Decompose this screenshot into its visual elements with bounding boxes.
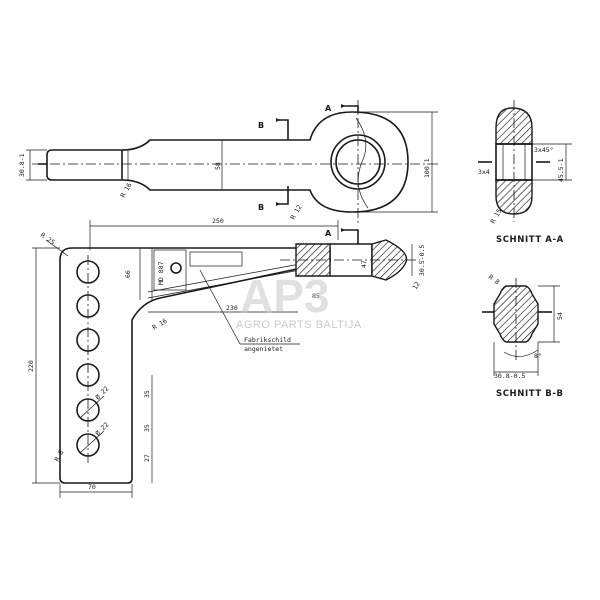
watermark-tagline: AGRO PARTS BALTIJA: [236, 319, 362, 331]
dim-85: 85: [312, 292, 320, 300]
dim-bb-r: R 8: [487, 273, 501, 286]
dim-center-small: 47: [360, 260, 368, 268]
dim-bb-angle: 8°: [534, 352, 542, 360]
dim-side-height: 30.8-1: [18, 153, 26, 177]
dim-nose: 30.5-0.5: [418, 245, 426, 276]
dim-aa-small: 3x4: [478, 168, 490, 176]
section-a-bottom: A: [325, 229, 332, 238]
dim-aa-chamfer: 3x45°: [534, 146, 554, 154]
dim-bb-w: 30.8-0.5: [494, 372, 525, 380]
watermark: AP3 AGRO PARTS BALTIJA: [236, 270, 362, 331]
dim-r16-side: R 16: [151, 317, 169, 332]
dim-r8: R 8: [53, 449, 66, 463]
plate-label-line2: angenietet: [244, 345, 283, 353]
dim-height-total: 220: [27, 360, 35, 372]
top-view: 30.8-1 58 R 16 R 12 100-1 B B A: [18, 100, 440, 226]
part-number: MD 887: [157, 261, 165, 285]
dim-d22-b: Ø 22: [94, 421, 111, 438]
schnitt-bb-title: SCHNITT B-B: [496, 389, 564, 399]
dim-length-top: 250: [212, 217, 224, 225]
section-a-top: A: [325, 104, 332, 113]
section-bb: 54 R 8 30.8-0.5 8° SCHNITT B-B: [482, 273, 564, 399]
dim-230: 230: [226, 304, 238, 312]
dim-aa-inner: 45.5-1: [557, 158, 565, 182]
dim-d22-a: Ø 22: [94, 385, 111, 402]
dim-bb-h: 54: [556, 312, 564, 320]
side-view: 250 A 30.5-0.5 12 47 MD 887: [27, 217, 426, 498]
schnitt-aa-title: SCHNITT A-A: [496, 235, 564, 245]
dim-center: 58: [214, 162, 222, 170]
dim-35-a: 35: [143, 390, 151, 398]
dim-27: 27: [143, 454, 151, 462]
plate-label-line1: Fabrikschild: [244, 336, 291, 344]
watermark-logo: AP3: [240, 270, 329, 322]
section-b-top: B: [258, 121, 264, 130]
dim-r12: R 12: [289, 203, 304, 221]
section-b-bottom: B: [258, 203, 264, 212]
dim-35-b: 35: [143, 424, 151, 432]
dim-eye-height: 100-1: [423, 158, 431, 178]
section-aa: 3x45° 45.5-1 3x4 R 15 SCHNITT A-A: [478, 100, 572, 245]
dim-width-bottom: 70: [88, 483, 96, 491]
dim-h66: 66: [124, 270, 132, 278]
dim-r25: R 25: [39, 231, 56, 247]
dim-nose-r: 12: [411, 280, 422, 291]
dim-r16: R 16: [119, 181, 134, 199]
